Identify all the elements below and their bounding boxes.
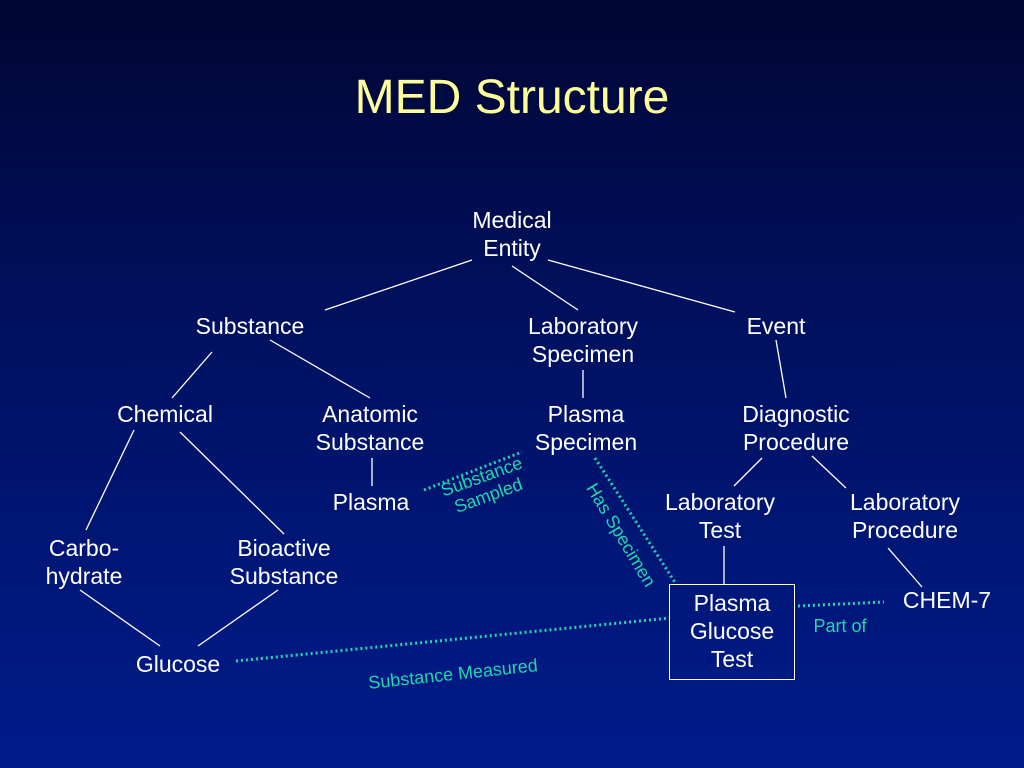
link-bioactive-glucose: [197, 589, 279, 647]
node-plasma-glucose-test: Plasma Glucose Test: [669, 584, 795, 680]
link-entity-event: [547, 259, 736, 313]
link-entity-lab-specimen: [511, 265, 579, 311]
relation-line-part-of: [797, 600, 885, 608]
relation-label-part-of: Part of: [813, 616, 867, 636]
node-medical-entity: Medical Entity: [472, 207, 552, 261]
node-event: Event: [746, 313, 806, 339]
relation-line-substance-measured: [235, 616, 671, 663]
link-carbohydrate-glucose: [79, 589, 161, 647]
node-chem7: CHEM-7: [902, 587, 992, 613]
link-substance-chemical: [171, 351, 213, 399]
node-anatomic-substance: Anatomic Substance: [315, 401, 425, 455]
node-laboratory-specimen: Laboratory Specimen: [528, 313, 638, 367]
node-bioactive-substance: Bioactive Substance: [229, 535, 339, 589]
link-substance-anatomic: [269, 339, 371, 399]
link-diagnostic-lab-procedure: [811, 455, 847, 489]
node-plasma: Plasma: [332, 489, 410, 515]
node-chemical: Chemical: [117, 401, 213, 427]
link-chemical-carbohydrate: [85, 429, 135, 531]
node-laboratory-test: Laboratory Test: [665, 489, 775, 543]
node-substance: Substance: [195, 313, 305, 339]
node-plasma-specimen: Plasma Specimen: [534, 401, 638, 455]
link-diagnostic-lab-test: [733, 457, 763, 487]
link-entity-substance: [324, 259, 473, 311]
node-glucose: Glucose: [135, 651, 221, 677]
link-event-diagnostic: [775, 339, 787, 399]
node-laboratory-procedure: Laboratory Procedure: [850, 489, 960, 543]
node-carbohydrate: Carbo- hydrate: [45, 535, 123, 589]
link-chemical-bioactive: [179, 431, 285, 535]
slide-title: MED Structure: [354, 71, 670, 124]
link-lab-procedure-chem7: [887, 547, 923, 588]
node-diagnostic-procedure: Diagnostic Procedure: [742, 401, 850, 455]
